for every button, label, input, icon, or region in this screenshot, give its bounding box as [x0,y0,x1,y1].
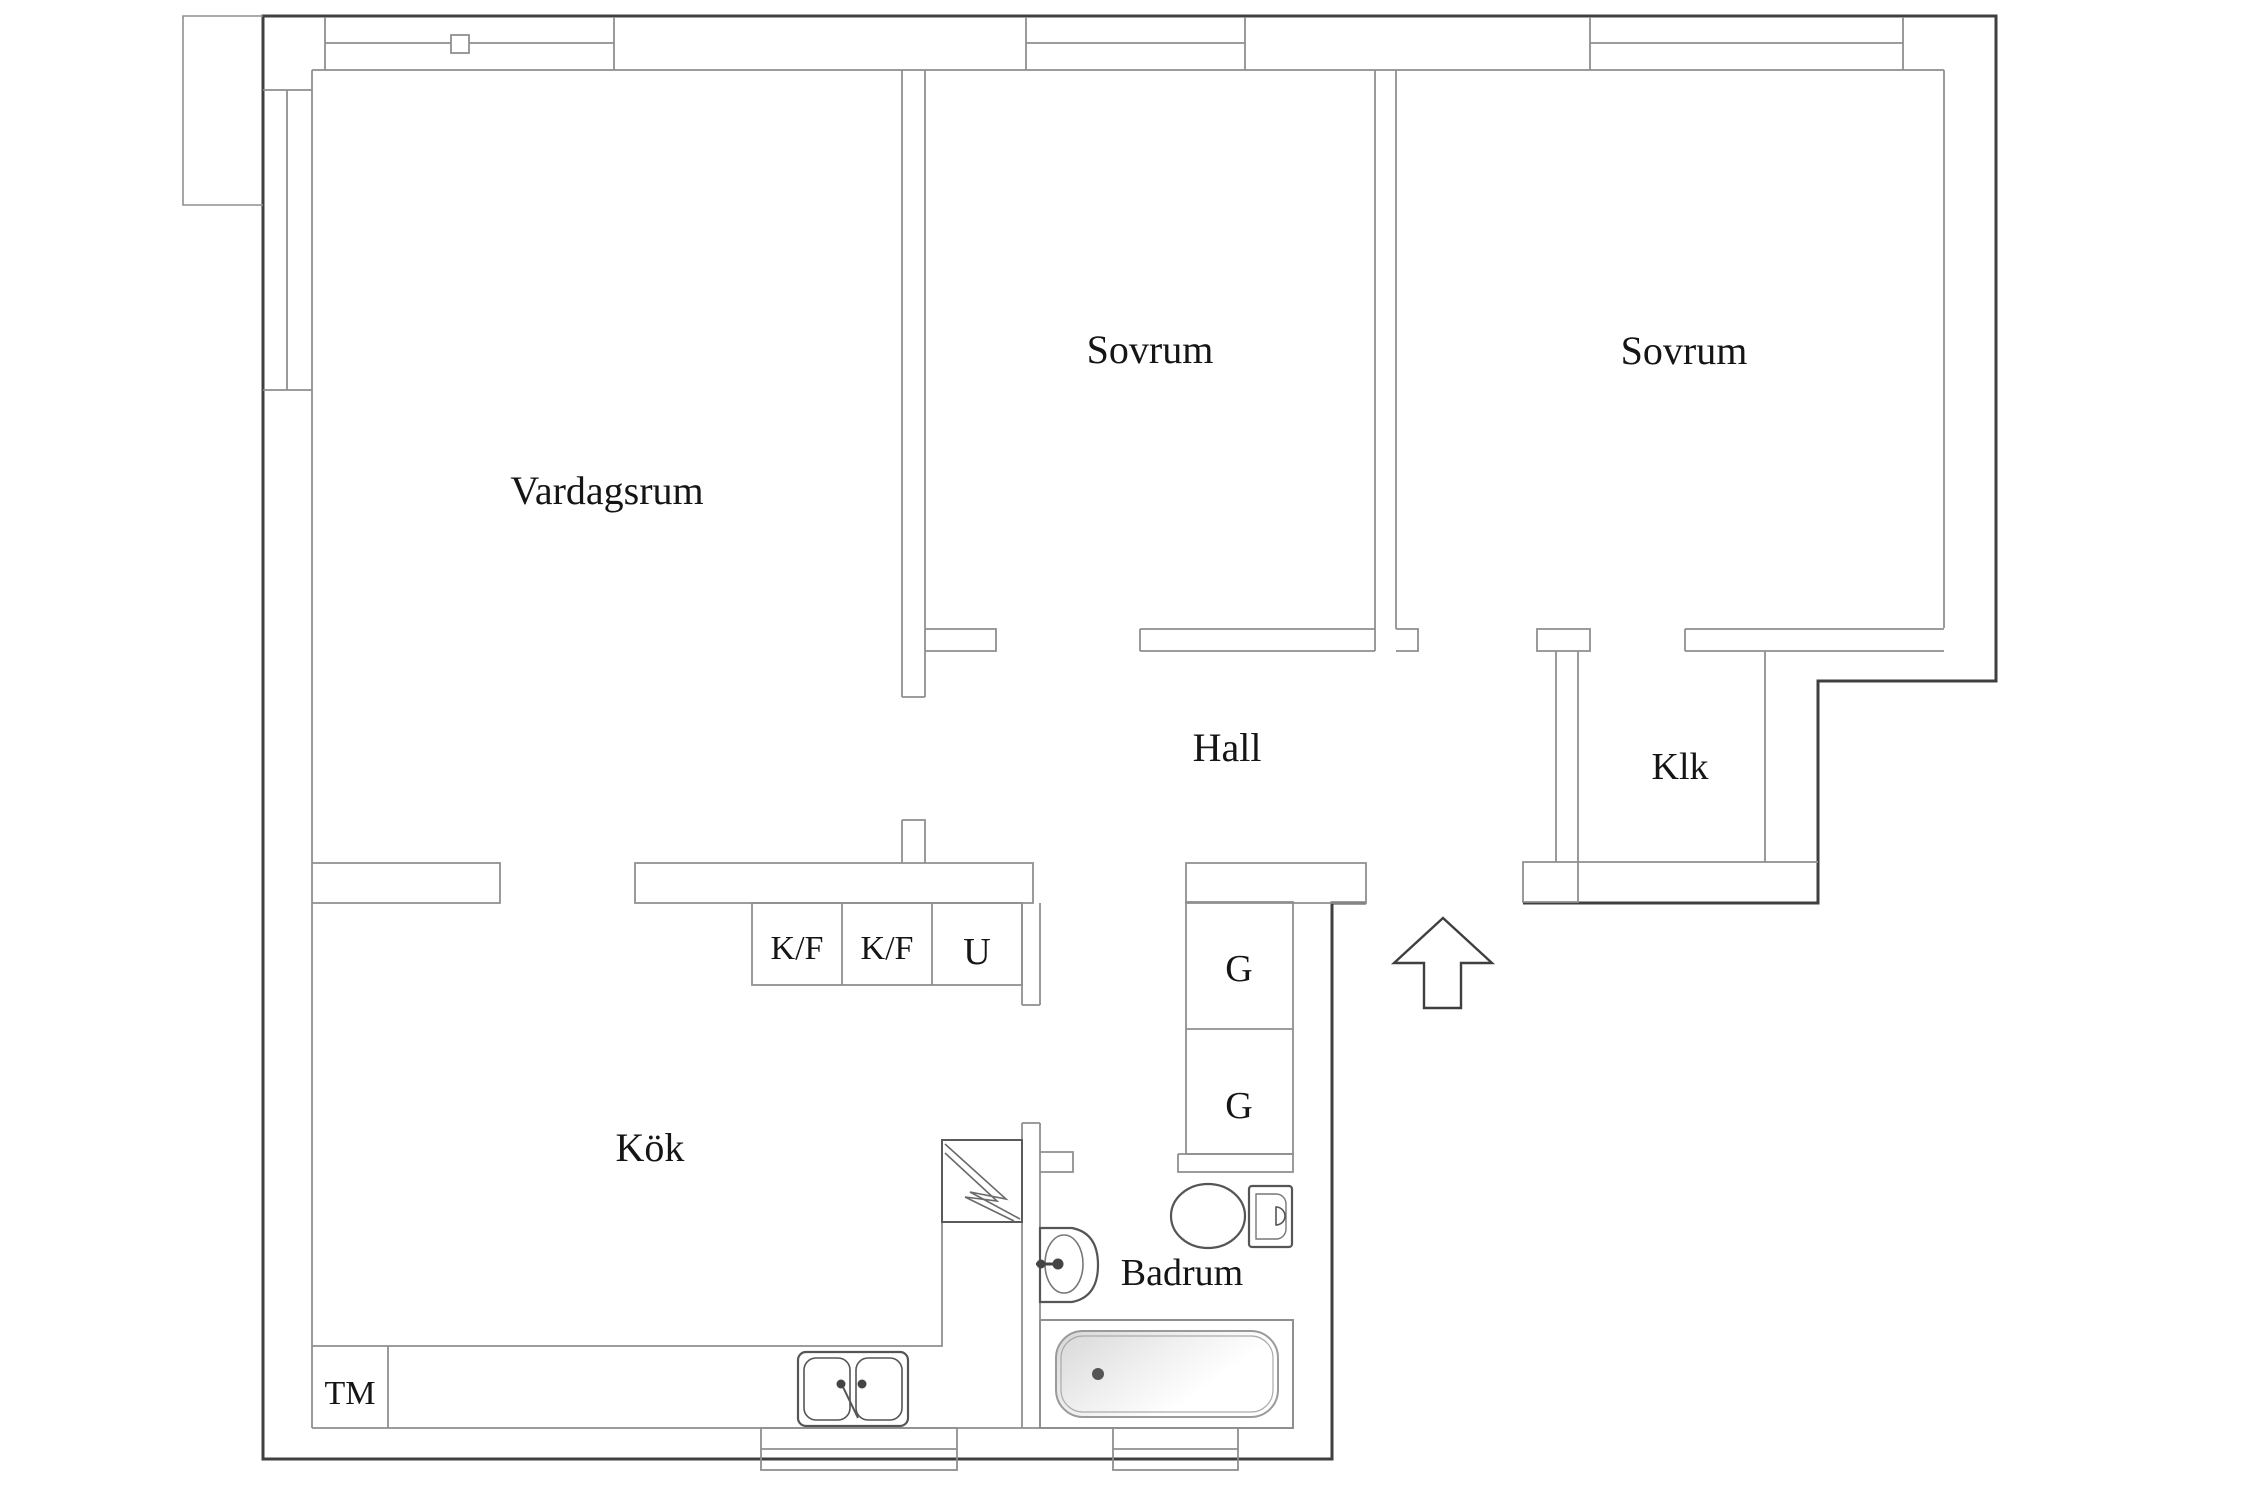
washbasin-icon [1036,1226,1100,1304]
room-label-kitchen: Kök [616,1125,685,1170]
neighbor-wall-stub [182,15,263,206]
kitchen-appliance-row [751,902,1023,986]
bottom-windows [760,1427,1239,1471]
toilet-icon [1169,1182,1294,1250]
window-vent-square [450,34,470,54]
room-label-closet: Klk [1652,746,1709,788]
room-label-bathroom: Badrum [1121,1252,1243,1294]
toilet-flush-button [1275,1206,1286,1226]
label-washing-machine: TM [325,1375,376,1412]
outer-wall-outline [261,14,1998,1461]
room-label-hall: Hall [1193,725,1262,770]
entrance-arrow-icon [1390,916,1496,1010]
label-wardrobe1: G [1225,948,1252,990]
hall-wardrobes [1185,901,1294,1155]
interior-walls [263,17,1945,1429]
label-oven: U [963,931,990,973]
room-label-living: Vardagsrum [510,468,703,513]
shaft-zigzag-icon-2 [944,1152,1015,1222]
label-fridge2: K/F [861,930,914,967]
label-fridge1: K/F [771,930,824,967]
room-label-bedroom2: Sovrum [1621,328,1748,373]
bathtub-drain [1092,1368,1104,1380]
bathtub-icon [1039,1319,1294,1429]
shaft-zigzag-icon [944,1143,1021,1220]
double-sink-icon [796,1350,910,1428]
room-label-bedroom1: Sovrum [1087,327,1214,372]
duct-shaft [941,1139,1023,1223]
label-wardrobe2: G [1225,1085,1252,1127]
